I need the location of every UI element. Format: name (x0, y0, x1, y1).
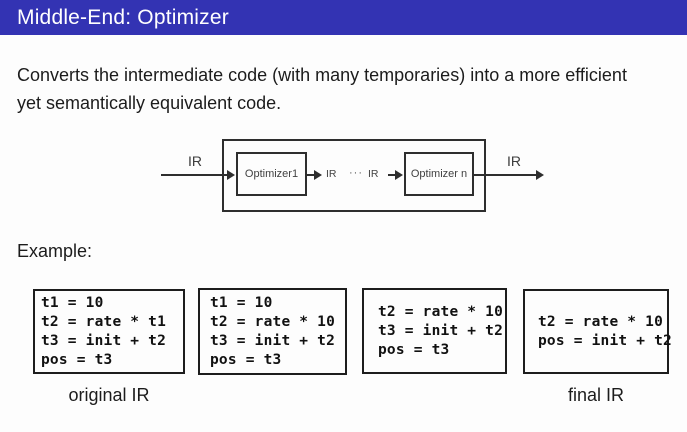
ir-code-final: t2 = rate * 10 pos = init + t2 (538, 313, 672, 349)
stage-n-in-arrow-line (388, 174, 395, 176)
stage1-out-arrowhead-icon (314, 170, 322, 180)
ir-input-label: IR (188, 153, 202, 169)
original-ir-label: original IR (68, 385, 150, 405)
ir-mid-left-label: IR (326, 168, 337, 180)
optimizer1-label: Optimizer1 (244, 168, 299, 180)
output-arrowhead-icon (536, 170, 544, 180)
ir-box-final: t2 = rate * 10 pos = init + t2 (523, 289, 672, 374)
ir-code-step2: t1 = 10 t2 = rate * 10 t3 = init + t2 po… (210, 294, 336, 368)
input-arrowhead-icon (227, 170, 235, 180)
stage-n-in-arrowhead-icon (395, 170, 403, 180)
ir-code-step3: t2 = rate * 10 t3 = init + t2 pos = t3 (378, 303, 504, 358)
ir-box-step3: t2 = rate * 10 t3 = init + t2 pos = t3 (362, 288, 507, 374)
example-heading: Example: (17, 241, 93, 261)
ir-box-step2: t1 = 10 t2 = rate * 10 t3 = init + t2 po… (198, 288, 347, 375)
optimizer-n-label: Optimizer n (410, 168, 468, 180)
ir-code-original: t1 = 10 t2 = rate * t1 t3 = init + t2 po… (41, 294, 167, 368)
input-arrow-line (161, 174, 227, 176)
intro-text: Converts the intermediate code (with man… (17, 65, 627, 113)
frame-title: Middle-End: Optimizer (17, 5, 229, 29)
ir-box-original: t1 = 10 t2 = rate * t1 t3 = init + t2 po… (33, 289, 185, 374)
optimizer1-box: Optimizer1 (236, 152, 307, 196)
optimizer-n-box: Optimizer n (404, 152, 474, 196)
ir-mid-right-label: IR (368, 168, 379, 180)
frame-title-bar: Middle-End: Optimizer (0, 0, 687, 35)
final-ir-label: final IR (567, 385, 625, 405)
output-arrow-line (472, 174, 536, 176)
ir-output-label: IR (507, 153, 521, 169)
stage1-out-arrow-line (307, 174, 314, 176)
ellipsis-label: ··· (349, 167, 363, 179)
